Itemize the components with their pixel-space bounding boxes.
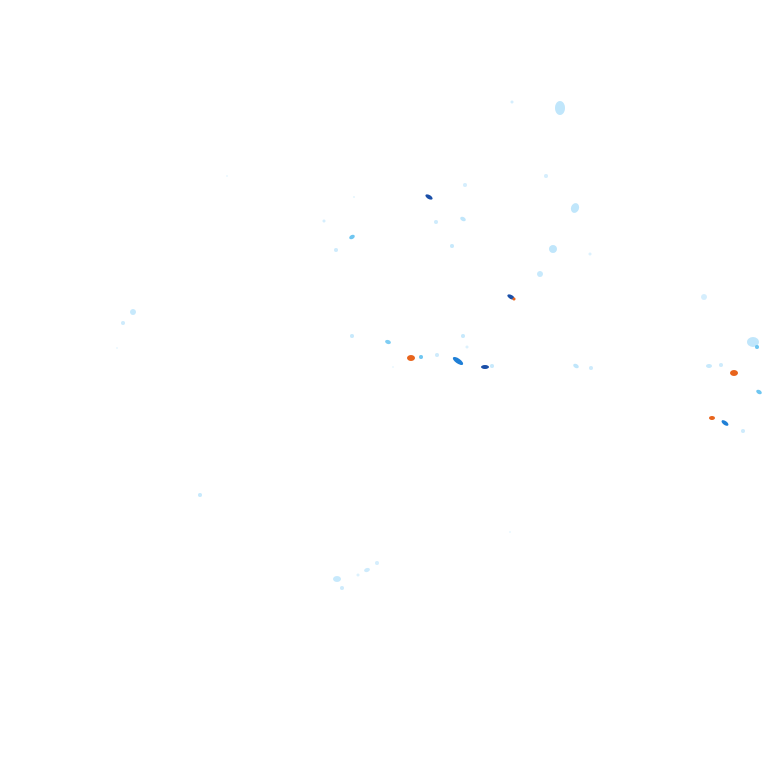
echo-blob-heavy — [407, 355, 415, 361]
echo-blob-light — [460, 216, 466, 222]
echo-blob-light — [226, 175, 228, 177]
echo-blob-light — [392, 366, 394, 368]
echo-blob-light — [356, 573, 360, 577]
echo-blob-light — [706, 364, 712, 368]
echo-blob-strong — [721, 420, 729, 426]
echo-blob-light — [509, 531, 511, 533]
echo-blob-strong — [452, 356, 464, 366]
echo-blob-heavy — [730, 370, 738, 376]
echo-blob-light — [573, 363, 579, 369]
echo-blob-medium — [349, 234, 355, 240]
echo-blob-light — [333, 576, 341, 582]
echo-blob-light — [435, 353, 439, 357]
echo-blob-light — [375, 561, 379, 565]
echo-blob-light — [121, 321, 125, 325]
echo-blob-light — [461, 334, 465, 338]
echo-blob-light — [116, 347, 118, 349]
echo-blob-light — [434, 220, 438, 224]
echo-blob-light — [555, 101, 565, 115]
echo-blob-light — [364, 567, 370, 573]
echo-blob-heavy — [709, 416, 715, 420]
echo-blob-light — [353, 196, 355, 198]
echo-blob-light — [570, 203, 580, 213]
echo-blob-light — [510, 100, 514, 104]
precipitation-echo-layer — [116, 100, 762, 590]
echo-blob-deep — [425, 194, 433, 200]
echo-blob-light — [334, 248, 338, 252]
echo-blob-light — [537, 271, 543, 277]
echo-blob-light — [465, 345, 469, 349]
echo-blob-light — [549, 245, 557, 253]
echo-blob-light — [701, 294, 707, 300]
echo-blob-light — [490, 364, 494, 368]
echo-blob-light — [340, 586, 344, 590]
echo-blob-light — [741, 429, 745, 433]
echo-blob-light — [130, 309, 136, 315]
echo-blob-light — [544, 174, 548, 178]
echo-blob-heavy — [512, 297, 516, 301]
echo-blob-light — [589, 366, 593, 370]
echo-blob-light — [450, 244, 454, 248]
echo-blob-deep — [481, 365, 489, 369]
echo-blob-light — [747, 337, 759, 347]
echo-blob-medium — [419, 355, 423, 359]
echo-blob-light — [322, 219, 326, 223]
echo-blob-medium — [385, 339, 391, 345]
echo-blob-medium — [755, 345, 759, 349]
echo-blob-light — [588, 252, 592, 256]
echo-blob-light — [719, 363, 723, 367]
echo-blob-medium — [756, 389, 762, 395]
echo-blob-light — [350, 334, 354, 338]
echo-blob-light — [463, 183, 467, 187]
echo-blob-light — [198, 493, 202, 497]
